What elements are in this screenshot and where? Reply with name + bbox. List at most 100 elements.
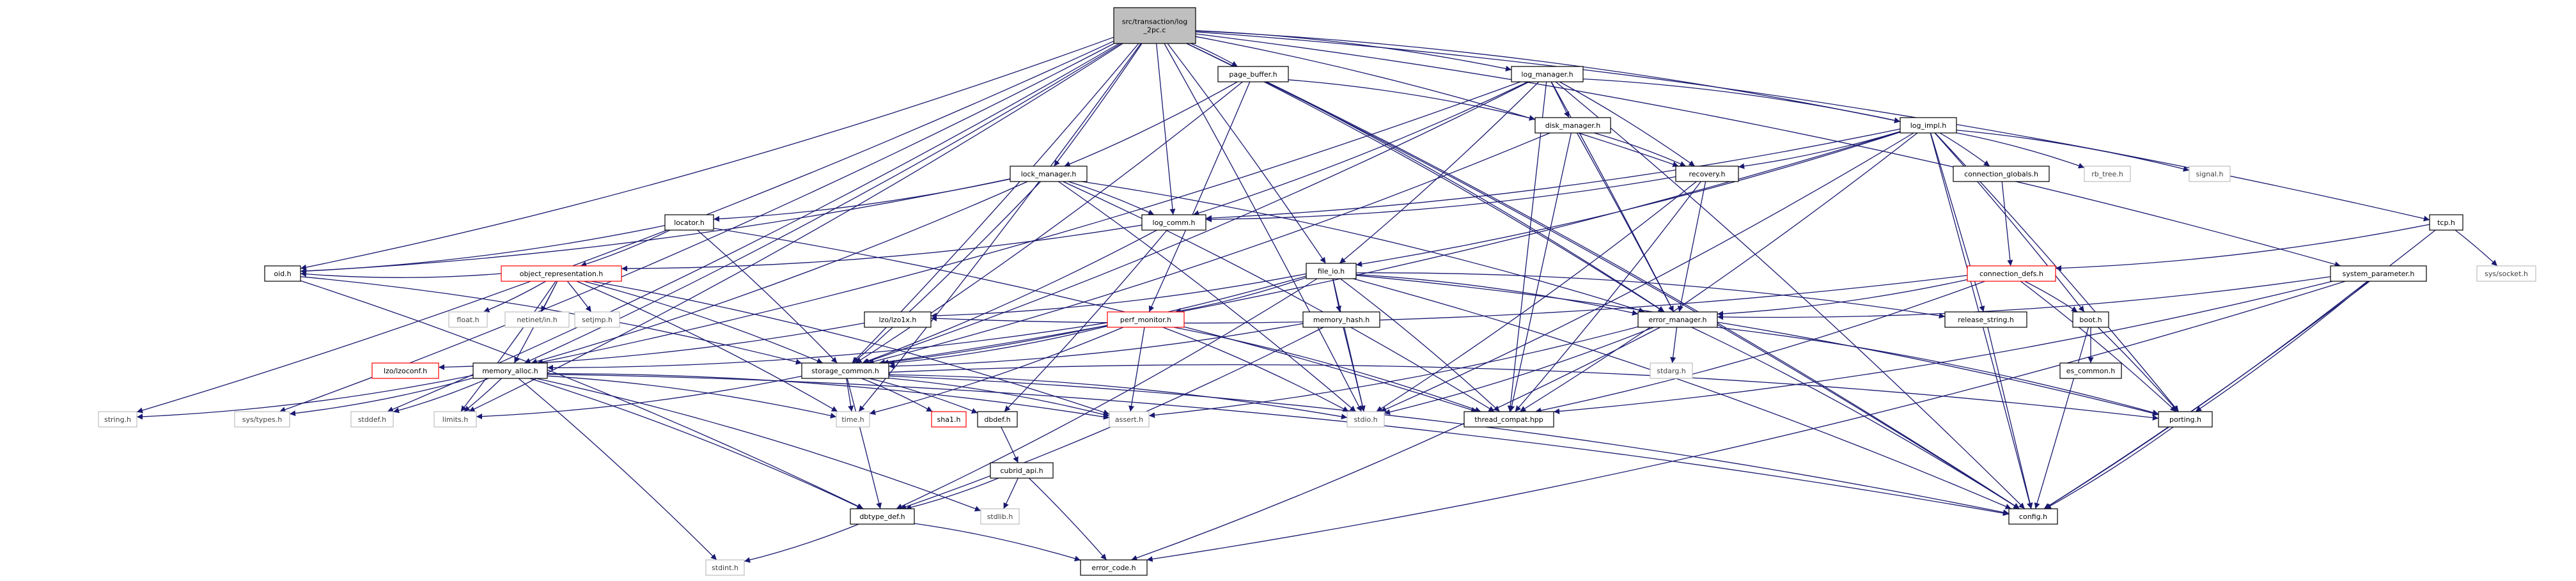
node-label: oid.h [274,270,291,278]
edge-memory_alloc-to-time [547,375,837,419]
node-box [1650,362,1693,379]
edge-log_impl-to-boot [1934,132,2085,313]
edge-storage_common-to-stdio [888,374,1348,420]
node-stdarg: stdarg.h [1650,362,1693,379]
edge-log_impl-to-file_io [1355,132,1901,267]
edge-log_impl-to-release_string [1930,132,1985,313]
node-disk-manager[interactable]: disk_manager.h [1534,117,1611,134]
edge-log_manager-to-log_comm [1193,81,1529,216]
node-memory-hash[interactable]: memory_hash.h [1302,311,1380,328]
edge-memory_alloc-to-assert [547,373,1110,420]
node-label: memory_hash.h [1313,316,1370,324]
node-box [1302,311,1380,328]
edge-page_buffer-to-error_manager [1266,81,1665,313]
edge-memory_hash-to-storage_common [888,323,1304,369]
node-label: cubrid_api.h [1000,467,1043,475]
edge-root-to-system_parameter [1195,33,2341,267]
node-box [1953,166,2050,182]
node-memory-alloc[interactable]: memory_alloc.h [472,362,548,379]
edge-log_manager-to-file_io [1339,81,1540,264]
edge-cubrid_api-to-dbtype_def [905,477,999,511]
edge-perf_monitor-to-storage_common [888,325,1108,366]
node-label: log_manager.h [1521,70,1573,79]
node-dbdef[interactable]: dbdef.h [977,411,1018,428]
node-label: thread_compat.hpp [1474,415,1543,424]
edge-error_manager-to-porting [1717,327,2159,415]
node-label: stdlib.h [987,513,1013,521]
node-label: tcp.h [2437,219,2455,227]
node-time: time.h [836,411,870,428]
node-label: sys/types.h [242,415,282,424]
node-box [1109,411,1150,428]
node-release-string[interactable]: release_string.h [1944,311,2027,328]
edge-disk_manager-to-error_manager [1576,132,1674,313]
node-root[interactable]: src/transaction/log_2pc.c [1113,7,1196,44]
node-box [448,311,488,328]
node-log-comm[interactable]: log_comm.h [1141,214,1206,231]
node-page-buffer[interactable]: page_buffer.h [1217,66,1289,82]
node-storage-common[interactable]: storage_common.h [801,362,889,379]
edge-root-to-error_manager [1186,43,1665,313]
node-float: float.h [448,311,488,328]
node-tcp[interactable]: tcp.h [2429,214,2463,231]
node-error-code[interactable]: error_code.h [1080,559,1148,576]
node-limits: limits.h [433,411,477,428]
edge-root-to-page_buffer [1190,43,1238,67]
node-object-representation[interactable]: object_representation.h [501,265,622,282]
node-porting[interactable]: porting.h [2158,411,2213,428]
edge-root-to-log_impl [1195,30,1901,123]
edge-lock_manager-to-locator [713,178,1011,222]
node-connection-globals[interactable]: connection_globals.h [1953,166,2050,182]
edge-lzo_conf_cs-to-lzoconf2 [438,322,865,370]
node-error-manager[interactable]: error_manager.h [1637,311,1718,328]
node-connection-defs[interactable]: connection_defs.h [1967,265,2056,282]
node-es-common[interactable]: es_common.h [2059,362,2122,379]
dependency-edges [136,30,2498,563]
node-boot[interactable]: boot.h [2072,311,2109,328]
edge-memory_alloc-to-stddef [393,378,489,414]
node-box [2330,265,2427,282]
node-lzo-conf-cs[interactable]: lzo/lzo1x.h [864,311,932,328]
edge-error_manager-to-assert [1148,326,1639,419]
node-locator[interactable]: locator.h [664,214,714,231]
node-box [1637,311,1718,328]
node-log-manager[interactable]: log_manager.h [1511,66,1584,82]
node-config[interactable]: config.h [2008,508,2058,525]
edge-lock_manager-to-memory_alloc [531,181,1028,364]
node-lock-manager[interactable]: lock_manager.h [1010,166,1088,182]
node-label: limits.h [442,415,468,424]
node-cubrid-api[interactable]: cubrid_api.h [990,462,1054,479]
node-sha1[interactable]: sha1.h [931,411,967,428]
edge-file_io-to-error_manager [1355,274,1639,316]
node-label: stdint.h [712,564,738,572]
node-dbtype-def[interactable]: dbtype_def.h [850,508,915,525]
edge-system_parameter-to-config [2043,281,2368,509]
node-string: string.h [98,411,137,428]
node-box [1534,117,1611,134]
node-label: log_impl.h [1910,121,1947,130]
edge-connection_defs-to-lzo_conf_cs [930,275,1968,324]
node-box [850,508,915,525]
node-perf-monitor[interactable]: perf_monitor.h [1107,311,1185,328]
node-log-impl[interactable]: log_impl.h [1900,117,1957,134]
node-label: file_io.h [1318,267,1345,275]
edge-memory_alloc-to-stdint [518,378,717,561]
node-box [264,265,301,282]
node-assert: assert.h [1109,411,1150,428]
node-label: boot.h [2079,316,2102,324]
node-label: signal.h [2196,170,2223,178]
node-oid[interactable]: oid.h [264,265,301,282]
node-thread-compat[interactable]: thread_compat.hpp [1464,411,1554,428]
node-recovery[interactable]: recovery.h [1675,166,1739,182]
edge-log_manager-to-disk_manager [1550,81,1570,118]
node-file-io[interactable]: file_io.h [1306,263,1357,279]
edge-file_io-to-porting [1355,275,2159,416]
node-system-parameter[interactable]: system_parameter.h [2330,265,2427,282]
node-box [98,411,137,428]
edge-disk_manager-to-recovery [1594,132,1687,167]
edge-root-to-recovery [1195,36,1679,167]
edge-object_representation-to-time [576,281,838,412]
node-lzoconf2[interactable]: lzo/lzoconf.h [371,362,439,379]
edge-perf_monitor-to-memory_alloc [547,322,1108,371]
